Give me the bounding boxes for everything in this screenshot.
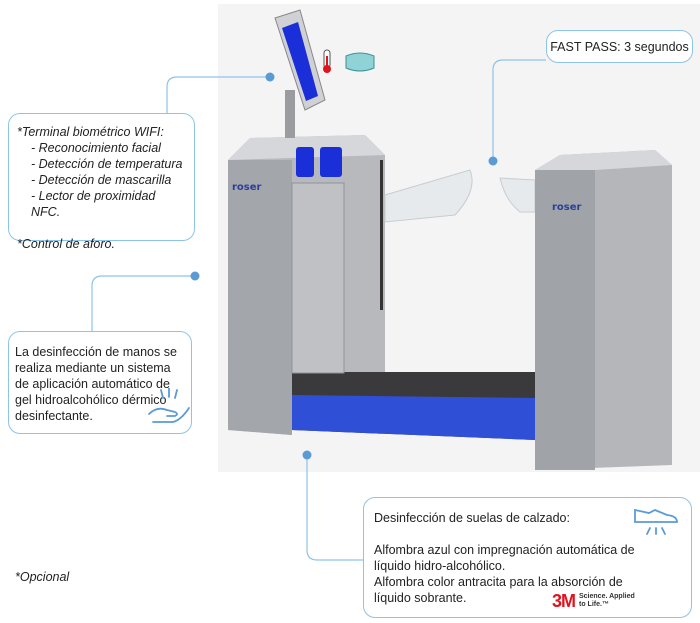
hand-sanitizer-icon (148, 388, 190, 423)
shoe-disinfection-icon (634, 508, 678, 535)
3m-tagline: Science. Applied to Life.™ (579, 593, 635, 608)
terminal-footer: *Control de aforo. (17, 237, 115, 251)
terminal-title: *Terminal biométrico WIFI: (17, 125, 164, 139)
terminal-callout: *Terminal biométrico WIFI: - Reconocimie… (8, 113, 195, 251)
optional-footnote: *Opcional (15, 570, 70, 584)
terminal-feature: - Detección de mascarilla (31, 173, 172, 187)
3m-logo-mark: 3M (551, 591, 576, 611)
terminal-screen (282, 22, 318, 101)
thermometer-mask-icon (323, 49, 375, 73)
terminal-feature: - Detección de temperatura (31, 157, 183, 171)
soles-line-2: Alfombra color antracita para la absorci… (374, 575, 623, 605)
terminal-feature: - Reconocimiento facial (31, 141, 161, 155)
terminal-feature: - Lector de proximidad NFC. (31, 189, 156, 219)
brand-label-left: roser (232, 182, 262, 193)
blue-mat (292, 395, 535, 440)
product-photo: roser roser (218, 4, 700, 472)
soles-callout: Desinfección de suelas de calzado: Alfom… (363, 497, 692, 618)
hands-text: La desinfección de manos se realiza medi… (15, 345, 177, 423)
hands-callout: La desinfección de manos se realiza medi… (8, 331, 192, 434)
3m-logo: 3M Science. Applied to Life.™ (551, 591, 641, 611)
soles-title: Desinfección de suelas de calzado: (374, 511, 570, 525)
soles-line-1: Alfombra azul con impregnación automátic… (374, 543, 635, 573)
turnstile-illustration: roser roser (228, 9, 672, 470)
brand-label-right: roser (552, 202, 582, 213)
fastpass-text: FAST PASS: 3 segundos (550, 40, 689, 54)
fastpass-callout: FAST PASS: 3 segundos (546, 30, 693, 63)
